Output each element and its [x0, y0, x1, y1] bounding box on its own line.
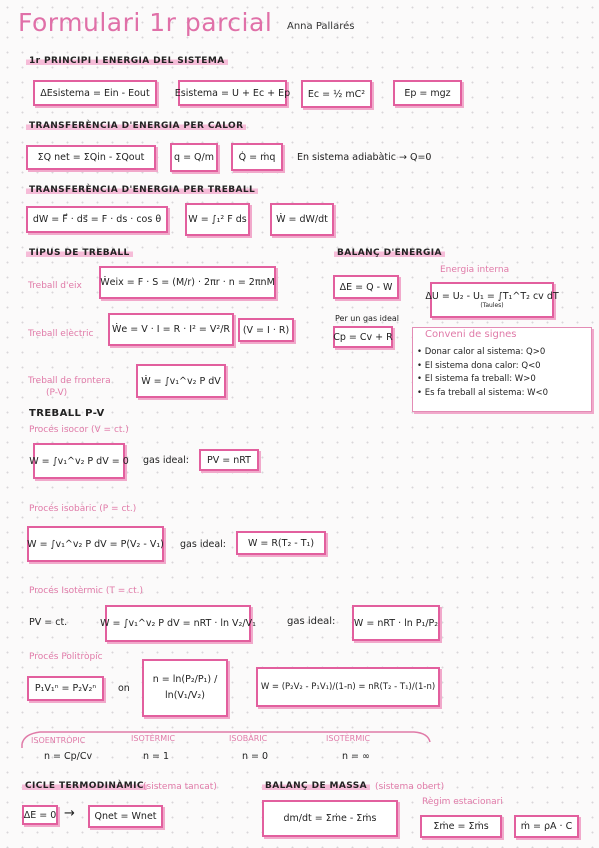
- formula-isochoric-work: W = ∫v₁^v₂ P dV = 0: [29, 443, 129, 479]
- formula-cycle-energy: ΔE = 0: [22, 805, 58, 825]
- label-shaft-work: Treball d'eix: [28, 281, 82, 291]
- formula-polytropic-exponent: n = ln(P₂/P₁) / ln(V₁/V₂): [142, 659, 228, 717]
- formula-polytropic-work: W = (P₂V₂ - P₁V₁)/(1-n) = nR(T₂ - T₁)/(1…: [256, 667, 440, 707]
- list-item: • El sistema fa treball: W>0: [417, 374, 536, 384]
- formula-cycle-work: Qnet = Wnet: [88, 805, 163, 828]
- mass-open-system-note: (sistema obert): [375, 782, 445, 792]
- page-title: Formulari 1r parcial: [18, 8, 273, 37]
- case-isothermal-2-name: ISOTÈRMIC: [326, 734, 371, 743]
- label-isochoric: Procés isocor (V = ct.): [29, 425, 129, 435]
- case-isothermal-value: n = 1: [143, 751, 170, 762]
- section-heading-energy-balance: BALANÇ D'ENERGIA: [334, 248, 445, 258]
- formula-isothermal-work: W = ∫v₁^v₂ P dV = nRT · ln V₂/V₁: [100, 605, 256, 642]
- section-heading-mass-balance: BALANÇ DE MASSA: [262, 781, 370, 791]
- internal-energy-expression: ΔU = U₂ - U₁ = ∫T₁^T₂ cv dT: [425, 291, 559, 302]
- formula-isobaric-ideal-gas: W = R(T₂ - T₁): [236, 531, 326, 555]
- label-steady-state: Règim estacionari: [422, 797, 503, 807]
- list-item: • El sistema dona calor: Q<0: [417, 360, 541, 371]
- case-isobaric-value: n = 0: [242, 751, 269, 762]
- formula-internal-energy: ΔU = U₂ - U₁ = ∫T₁^T₂ cv dT (Taules): [425, 282, 559, 318]
- formula-ohm-law: (V = I · R): [238, 318, 294, 342]
- sign-convention-title: Conveni de signes: [425, 329, 517, 340]
- sign-convention-box: Conveni de signes • Donar calor al siste…: [412, 327, 592, 412]
- polytropic-where: on: [118, 683, 130, 694]
- cycle-closed-system-note: (sistema tancat): [143, 782, 217, 792]
- list-item: • Es fa treball al sistema: W<0: [417, 387, 549, 398]
- tables-note: (Taules): [480, 302, 504, 309]
- list-item: • Donar calor al sistema: Q>0: [417, 347, 546, 357]
- formula-heat-capacity: Cp = Cv + R: [333, 326, 393, 348]
- sign-convention-list: • Donar calor al sistema: Q>0 • El siste…: [417, 346, 548, 400]
- formula-heat-rate: Q̇ = ṁq: [231, 143, 283, 171]
- label-isothermal: Procés Isotèrmic (T = ct.): [29, 586, 143, 596]
- arrow-icon: →: [64, 806, 75, 821]
- section-heading-work: TRANSFERÈNCIA D'ENERGIA PER TREBALL: [26, 185, 259, 195]
- formula-boundary-work: Ẇ = ∫v₁^v₂ P dV: [136, 364, 226, 398]
- formula-energy-balance: ΔEsistema = Ein - Eout: [33, 80, 157, 106]
- section-heading-work-types: TIPUS DE TREBALL: [26, 248, 133, 258]
- formula-mass-flow: ṁ = ρA · C: [514, 815, 579, 838]
- formula-electric-work: Ẇe = V · I = R · I² = V²/R: [108, 313, 234, 346]
- label-isobaric: Procés isobàric (P = ct.): [29, 504, 137, 514]
- author-name: Anna Pallarés: [287, 21, 355, 32]
- case-isentropic-name: ISOENTRÒPIC: [31, 736, 86, 745]
- section-heading-first-law: 1r PRINCIPI I ENERGIA DEL SISTEMA: [26, 56, 228, 66]
- section-heading-thermo-cycle: CICLE TERMODINÀMIC: [22, 781, 147, 791]
- ideal-gas-label-3: gas ideal:: [287, 616, 336, 627]
- formula-shaft-work: Ẇeix = F · S = (M/r) · 2πr · n = 2πnM: [99, 266, 276, 299]
- formula-mass-balance: dm/dt = Σṁe - Σṁs: [262, 800, 398, 837]
- formula-system-energy: Esistema = U + Ec + Ep: [175, 80, 290, 106]
- formula-net-heat: ΣQ net = ΣQin - ΣQout: [26, 145, 156, 170]
- case-isothermal-name: ISOTÈRMIC: [131, 734, 176, 743]
- formula-work-differential: dW = F⃗ · ds⃗ = F · ds · cos θ: [26, 206, 168, 233]
- case-isothermal-2-value: n = ∞: [342, 751, 370, 762]
- isothermal-condition: PV = ct.: [29, 617, 68, 628]
- formula-steady-mass: Σṁe = Σṁs: [420, 815, 502, 838]
- formula-ideal-gas-law: PV = nRT: [199, 449, 259, 471]
- formula-potential-energy: Ep = mgz: [393, 80, 462, 106]
- formula-power: Ẇ = dW/dt: [270, 203, 334, 236]
- label-polytropic: Procés Politròpic: [29, 652, 103, 662]
- section-heading-pv-work: TREBALL P-V: [29, 408, 105, 419]
- ideal-gas-label-1: gas ideal:: [143, 455, 189, 466]
- case-isobaric-name: ISOBÀRIC: [229, 734, 268, 743]
- ideal-gas-note: Per un gas ideal: [335, 314, 400, 323]
- formula-kinetic-energy: Ec = ½ mC²: [301, 80, 372, 108]
- adiabatic-note: En sistema adiabàtic → Q=0: [297, 152, 432, 163]
- label-electric-work: Treball elèctric: [28, 329, 94, 339]
- formula-isobaric-work: W = ∫v₁^v₂ P dV = P(V₂ - V₁): [27, 526, 164, 562]
- case-isentropic-value: n = Cp/Cv: [44, 751, 93, 762]
- section-heading-heat: TRANSFERÈNCIA D'ENERGIA PER CALOR: [26, 121, 247, 131]
- label-internal-energy: Energia interna: [440, 265, 510, 275]
- label-boundary-work-pv: (P-V): [46, 388, 68, 398]
- formula-specific-heat: q = Q/m: [170, 143, 218, 172]
- formula-isothermal-ideal-gas: W = nRT · ln P₁/P₂: [352, 605, 440, 641]
- label-boundary-work: Treball de frontera: [28, 376, 111, 386]
- formula-work-integral: W = ∫₁² F ds: [185, 203, 250, 236]
- ideal-gas-label-2: gas ideal:: [180, 539, 226, 550]
- formula-energy-balance-q-w: ΔE = Q - W: [333, 275, 399, 299]
- formula-polytropic-relation: P₁V₁ⁿ = P₂V₂ⁿ: [27, 676, 104, 701]
